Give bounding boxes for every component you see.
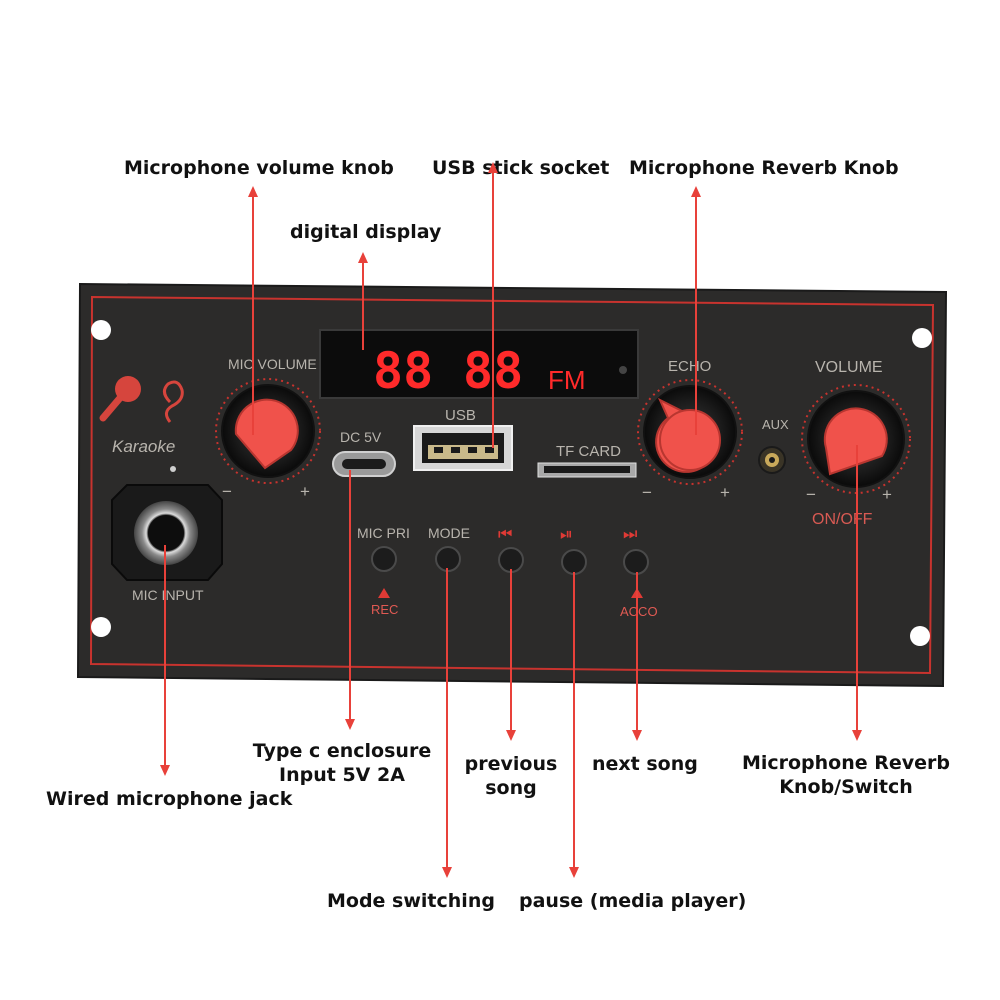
acco-label: ACCO	[620, 604, 658, 619]
echo-label: ECHO	[668, 358, 711, 375]
tf-card-slot	[537, 462, 637, 478]
display-mode: FM	[548, 365, 586, 395]
mic-volume-label: MIC VOLUME	[228, 356, 317, 372]
callout-previous-line2: song	[485, 777, 537, 799]
volume-plus: +	[882, 485, 892, 504]
echo-knob-ring	[637, 379, 743, 485]
mic-volume-knob	[234, 398, 299, 470]
acco-triangle-icon	[631, 588, 643, 598]
mounting-hole	[910, 626, 930, 646]
play-pause-button	[561, 549, 587, 575]
aux-label: AUX	[762, 417, 789, 432]
digital-display	[319, 329, 639, 399]
callout-type-c-line1: Type c enclosure	[252, 740, 432, 762]
previous-button	[498, 547, 524, 573]
callout-reverb-switch-line1: Microphone Reverb	[741, 752, 951, 774]
echo-plus: +	[720, 483, 730, 502]
usb-label: USB	[445, 407, 476, 424]
mic-pri-label: MIC PRI	[357, 525, 410, 541]
callout-previous-line1: previous	[464, 753, 558, 775]
callout-reverb-switch-line2: Knob/Switch	[779, 776, 913, 798]
mounting-hole	[91, 617, 111, 637]
on-off-label: ON/OFF	[812, 511, 873, 528]
volume-label: VOLUME	[815, 359, 883, 376]
mic-input-led	[170, 466, 176, 472]
prev-icon: ⏮	[498, 524, 512, 543]
display-digits-right: 88	[463, 342, 523, 400]
echo-knob	[655, 397, 718, 473]
mounting-hole	[912, 328, 932, 348]
mic-pri-button	[371, 546, 397, 572]
mode-button	[435, 546, 461, 572]
callout-digital-display: digital display	[290, 221, 442, 243]
volume-knob	[823, 407, 888, 476]
callout-type-c: Type c enclosure Input 5V 2A	[252, 739, 432, 787]
volume-knob-base	[807, 390, 905, 488]
panel-board	[76, 282, 948, 688]
echo-minus: −	[642, 483, 652, 502]
mic-volume-minus: −	[222, 482, 232, 501]
echo-knob-base	[643, 385, 737, 479]
rec-triangle-icon	[378, 588, 390, 598]
callout-type-c-line2: Input 5V 2A	[279, 764, 405, 786]
display-digits-left: 88	[373, 342, 433, 400]
aux-jack	[758, 446, 786, 474]
mic-input-jack	[134, 501, 198, 565]
volume-minus: −	[806, 485, 816, 504]
next-button	[623, 549, 649, 575]
usb-socket	[413, 425, 513, 471]
mode-label: MODE	[428, 525, 470, 541]
callout-pause: pause (media player)	[519, 890, 747, 912]
mic-volume-plus: +	[300, 482, 310, 501]
callout-usb-socket: USB stick socket	[432, 157, 610, 179]
volume-knob-ring	[801, 384, 911, 494]
mic-input-jack-housing	[111, 484, 223, 581]
callout-previous-song: previous song	[458, 752, 564, 800]
dc-5v-label: DC 5V	[340, 429, 382, 445]
callout-wired-mic-jack: Wired microphone jack	[46, 788, 293, 810]
mic-input-label: MIC INPUT	[132, 587, 204, 603]
callout-reverb-knob: Microphone Reverb Knob	[629, 157, 899, 179]
karaoke-mic-icon	[99, 376, 184, 423]
callout-next-song: next song	[592, 753, 698, 775]
callout-mode-switching: Mode switching	[327, 890, 495, 912]
panel-red-border	[89, 295, 935, 675]
type-c-port	[332, 451, 396, 477]
rec-label: REC	[371, 602, 398, 617]
next-icon: ⏭	[623, 524, 637, 543]
callout-mic-volume-knob: Microphone volume knob	[124, 157, 394, 179]
play-pause-icon: ⏯	[560, 524, 573, 543]
tf-card-label: TF CARD	[556, 443, 621, 460]
mounting-hole	[91, 320, 111, 340]
karaoke-brand: Karaoke	[112, 437, 175, 456]
callout-reverb-switch: Microphone Reverb Knob/Switch	[740, 751, 952, 799]
mic-volume-knob-ring	[215, 378, 321, 484]
mic-volume-knob-base	[221, 384, 315, 478]
